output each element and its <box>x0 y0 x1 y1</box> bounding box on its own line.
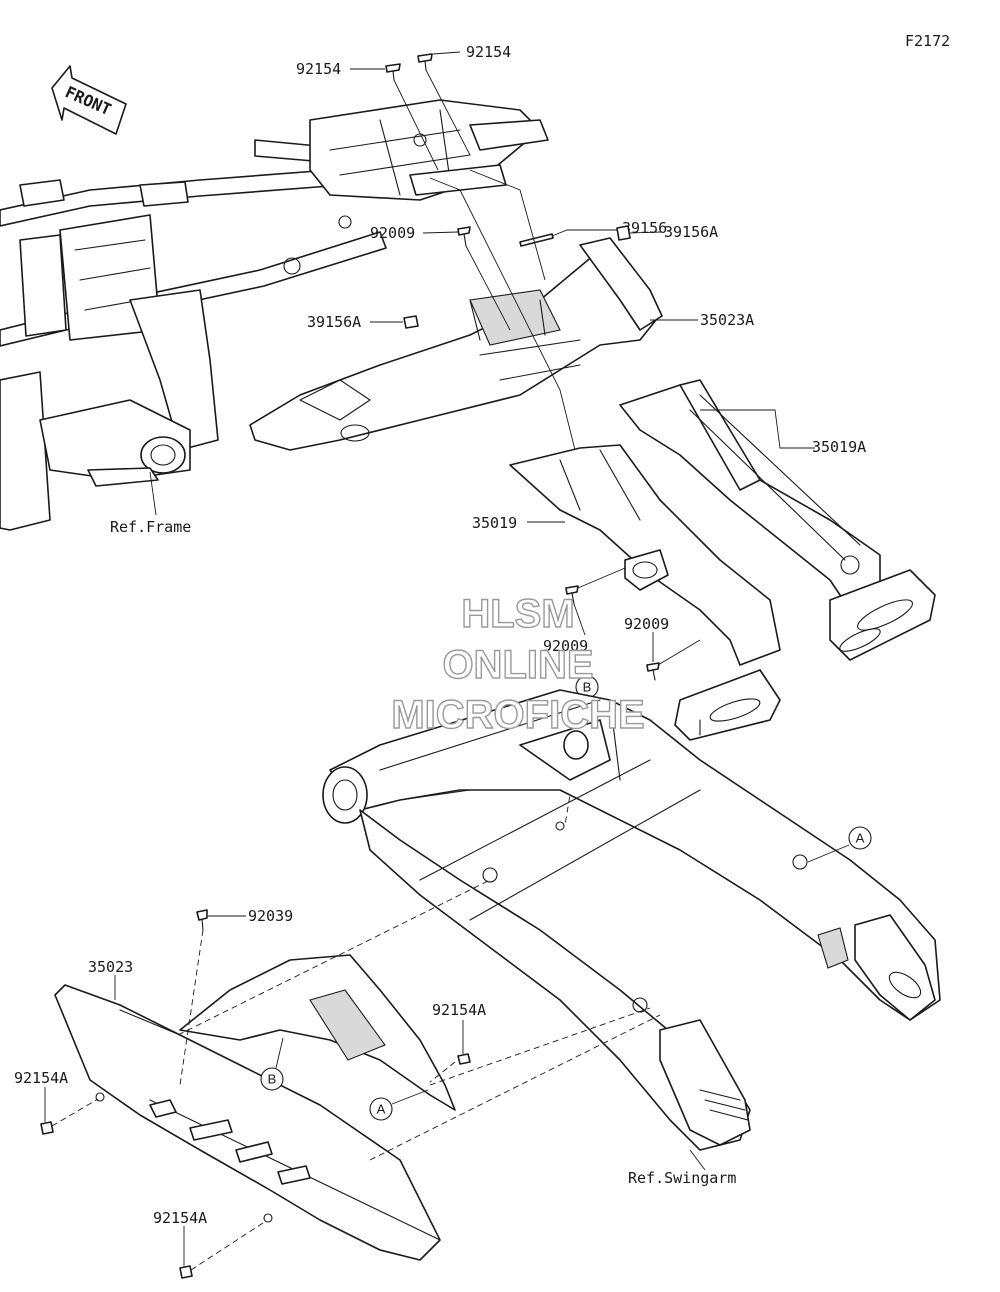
screw-92009-upper <box>457 226 471 247</box>
callout-92154a-bottom: 92154A <box>153 1209 207 1227</box>
callout-92009-mid-right: 92009 <box>624 615 669 633</box>
callout-35019a: 35019A <box>812 438 866 456</box>
callout-92039: 92039 <box>248 907 293 925</box>
callout-92154-left: 92154 <box>296 60 341 78</box>
front-direction-arrow: FRONT <box>51 65 127 135</box>
ref-frame-leader <box>149 471 157 516</box>
pad-39156a-right <box>616 225 631 241</box>
watermark-line-1: HLSM <box>461 592 574 636</box>
watermark-line-2: ONLINE <box>442 643 593 687</box>
screw-92154a-left <box>40 1121 54 1135</box>
bracket-35019 <box>509 444 781 741</box>
svg-text:B: B <box>268 1072 277 1087</box>
screw-92154a-center <box>457 1053 471 1065</box>
screw-92154-left <box>385 63 401 81</box>
bracket-35019a <box>619 379 936 661</box>
screw-92039 <box>196 909 208 931</box>
svg-text:A: A <box>856 831 865 846</box>
callout-92154a-center: 92154A <box>432 1001 486 1019</box>
svg-text:A: A <box>377 1102 386 1117</box>
chain-guard-35023 <box>54 954 456 1261</box>
watermark: HLSM ONLINE MICROFICHE <box>391 591 646 737</box>
callout-92009-mid-left: 92009 <box>543 637 588 655</box>
callout-92154-right: 92154 <box>466 43 511 61</box>
frame-assembly <box>0 99 549 531</box>
screw-92009-mid-right <box>646 662 660 681</box>
swingarm-assembly <box>322 689 941 1151</box>
svg-text:B: B <box>583 680 592 695</box>
ref-frame-label: Ref.Frame <box>110 518 191 536</box>
marker-a-right <box>848 826 872 850</box>
marker-b-lower <box>260 1067 284 1091</box>
ref-swingarm-label: Ref.Swingarm <box>628 1169 736 1187</box>
screw-92154a-bottom <box>179 1265 193 1279</box>
figure-code: F2172 <box>905 32 950 50</box>
callout-35023a: 35023A <box>700 311 754 329</box>
watermark-line-3: MICROFICHE <box>391 693 644 737</box>
trim-strip-39156 <box>519 233 554 247</box>
callout-92009-upper: 92009 <box>370 224 415 242</box>
screw-92009-mid-left <box>565 585 579 605</box>
inner-fender-35023a <box>249 237 663 451</box>
marker-a-left <box>369 1097 393 1121</box>
callout-39156a-left: 39156A <box>307 313 361 331</box>
callout-92154a-left: 92154A <box>14 1069 68 1087</box>
callout-35019: 35019 <box>472 514 517 532</box>
screw-92154-right <box>417 53 433 71</box>
callout-35023: 35023 <box>88 958 133 976</box>
callout-39156a-right: 39156A <box>664 223 718 241</box>
pad-39156a-left <box>403 315 419 329</box>
